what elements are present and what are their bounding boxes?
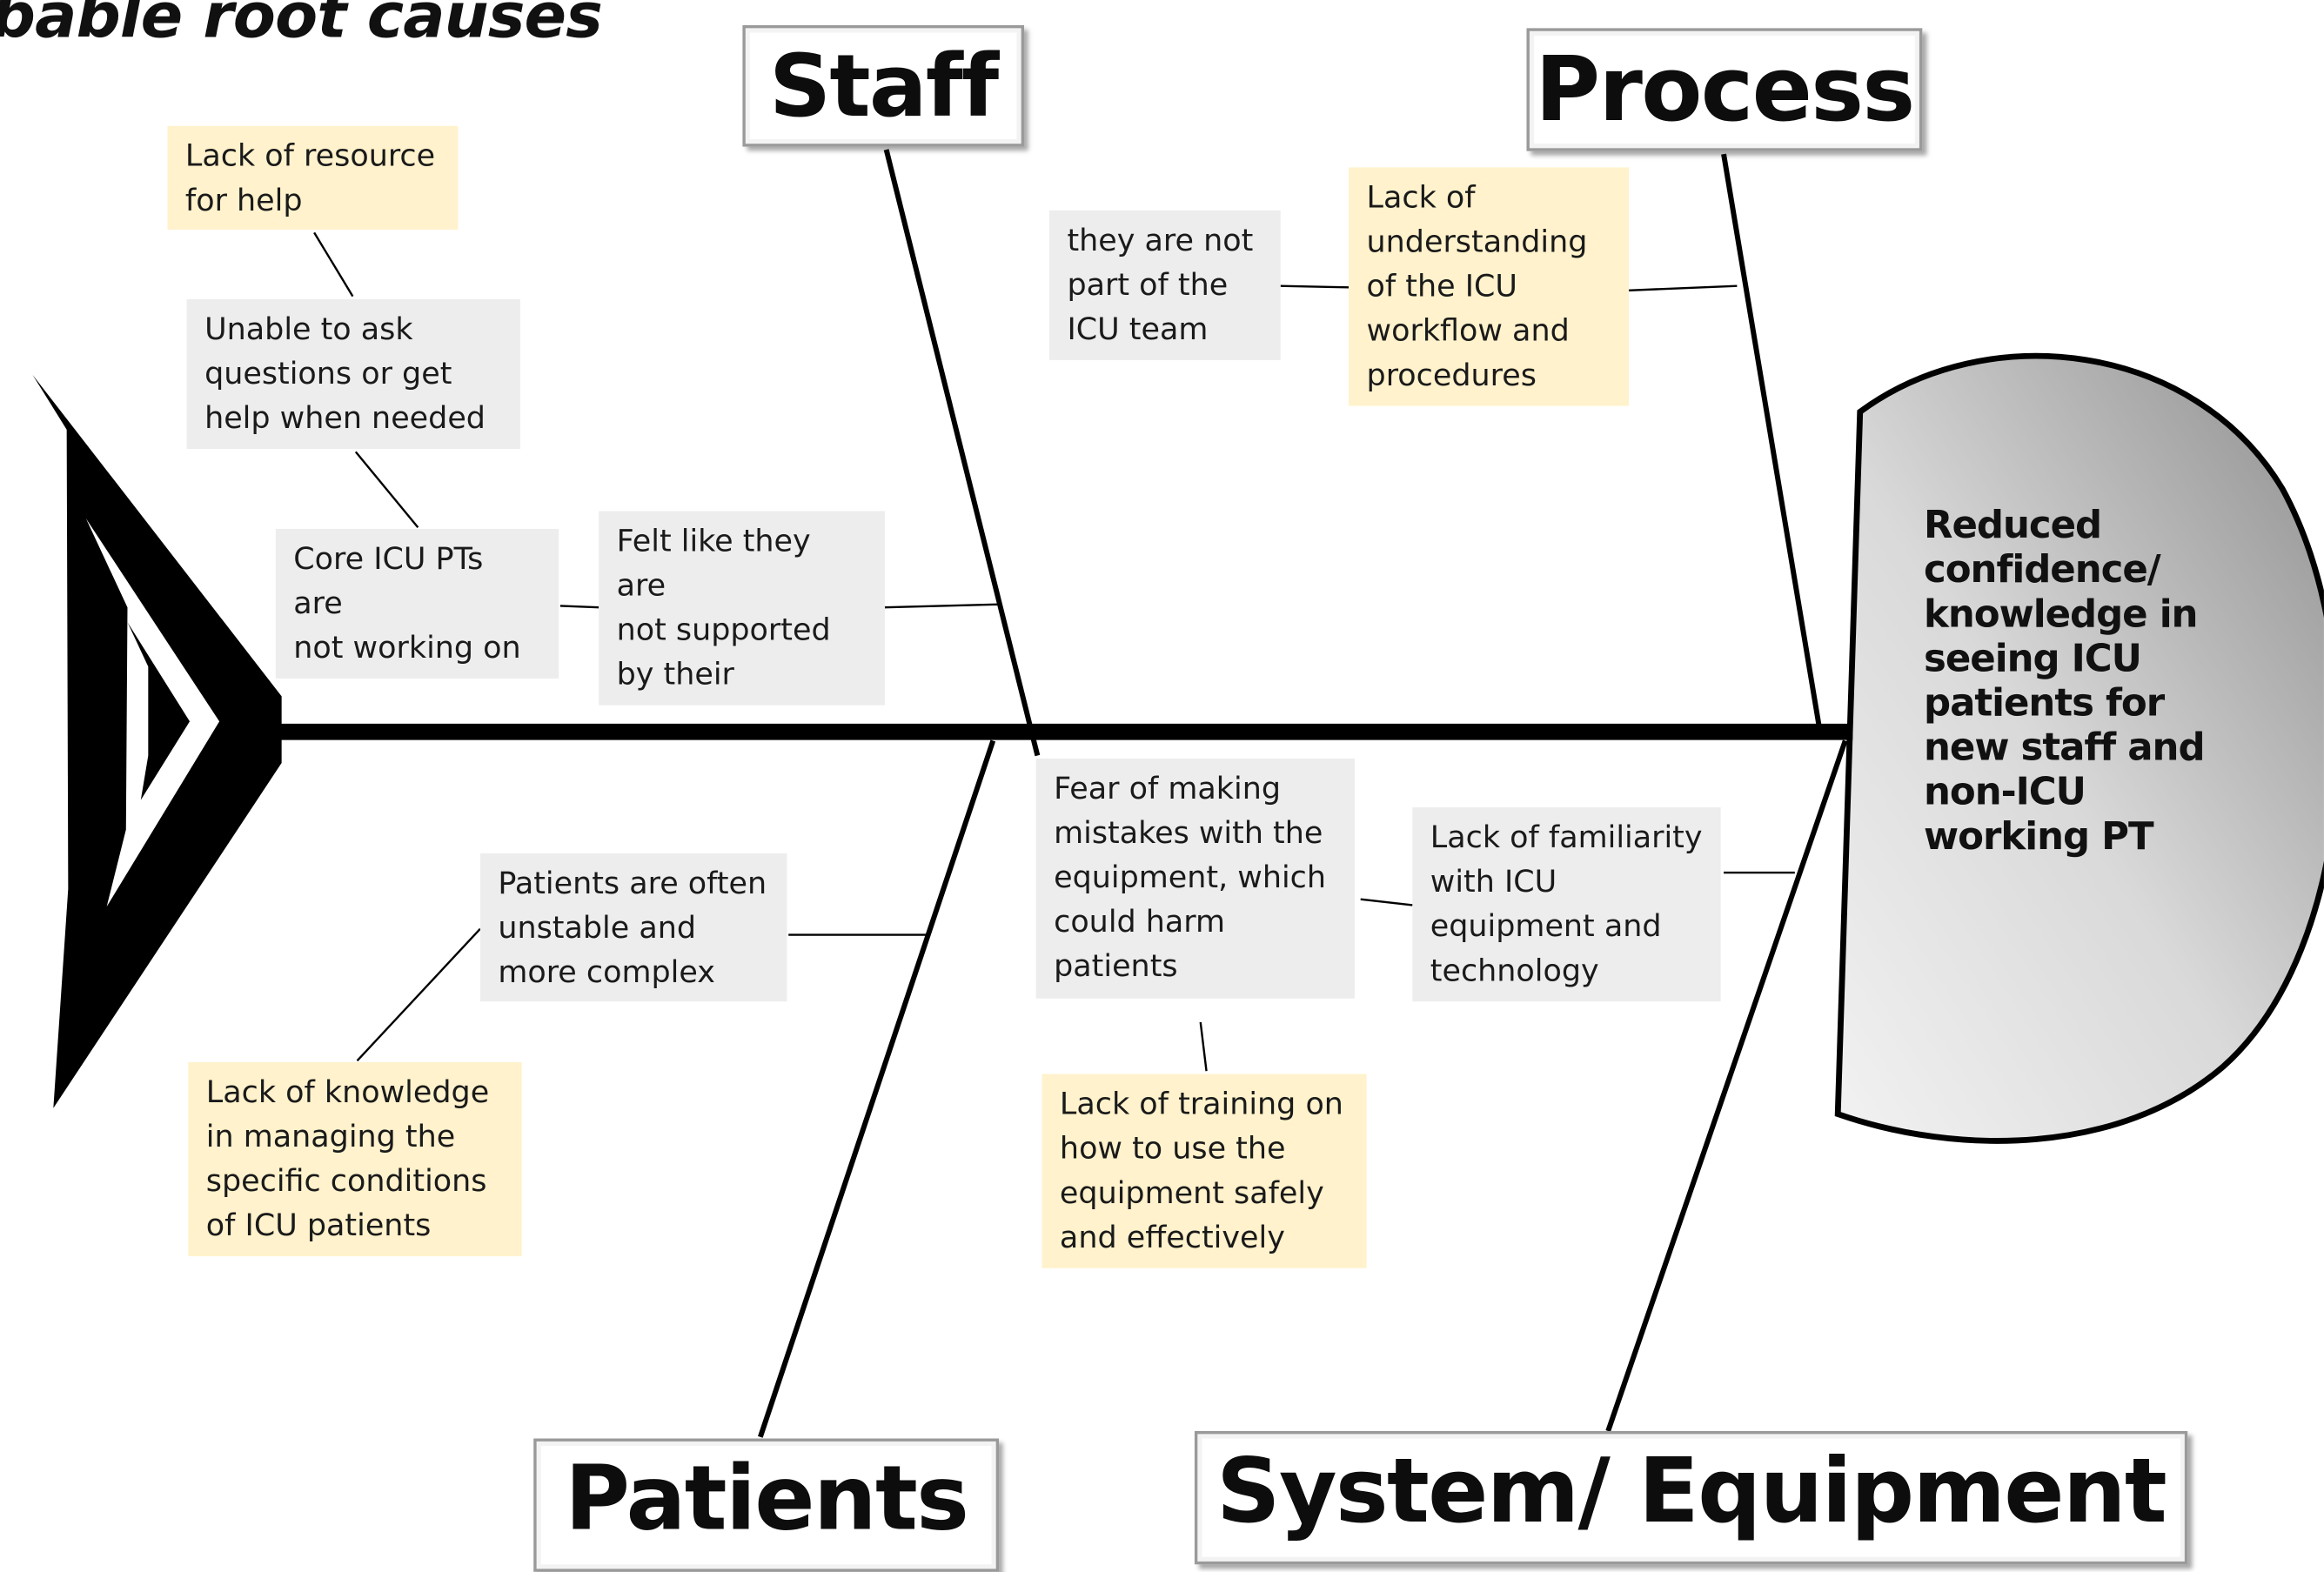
cause-felt-not-supported: Felt like they are not supported by thei… xyxy=(599,511,885,706)
cause-unable-to-ask: Unable to ask questions or get help when… xyxy=(186,298,520,449)
cause-connectors xyxy=(313,231,1795,1072)
cause-core-pts-weekend: Core ICU PTs are not working on weekend xyxy=(275,528,559,679)
bone-system xyxy=(1605,739,1848,1432)
cause-fear-mistakes: Fear of making mistakes with the equipme… xyxy=(1035,758,1355,999)
effect-statement: Reduced confidence/ knowledge in seeing … xyxy=(1924,503,2206,860)
category-system-equipment: System/ Equipment xyxy=(1194,1431,2188,1565)
diagram-title: bable root causes xyxy=(0,0,603,52)
cause-lack-familiarity: Lack of familiarity with ICU equipment a… xyxy=(1412,807,1721,1002)
fish-tail-icon xyxy=(32,374,282,1108)
bone-staff xyxy=(883,149,1041,757)
bone-patients xyxy=(758,739,996,1438)
category-process: Process xyxy=(1526,28,1923,151)
cause-not-part-of-team: they are not part of the ICU team xyxy=(1049,210,1281,360)
cause-lack-resource-help: Lack of resource for help xyxy=(167,125,459,230)
bone-process xyxy=(1721,153,1823,732)
category-staff: Staff xyxy=(742,24,1025,147)
cause-lack-training: Lack of training on how to use the equip… xyxy=(1041,1074,1367,1268)
cause-lack-knowledge-conditions: Lack of knowledge in managing the specif… xyxy=(188,1061,522,1257)
fish-head-icon xyxy=(1834,352,2324,1144)
category-patients: Patients xyxy=(533,1438,1000,1572)
cause-lack-understanding-workflow: Lack of understanding of the ICU workflo… xyxy=(1349,167,1630,406)
cause-patients-unstable: Patients are often unstable and more com… xyxy=(479,853,787,1002)
